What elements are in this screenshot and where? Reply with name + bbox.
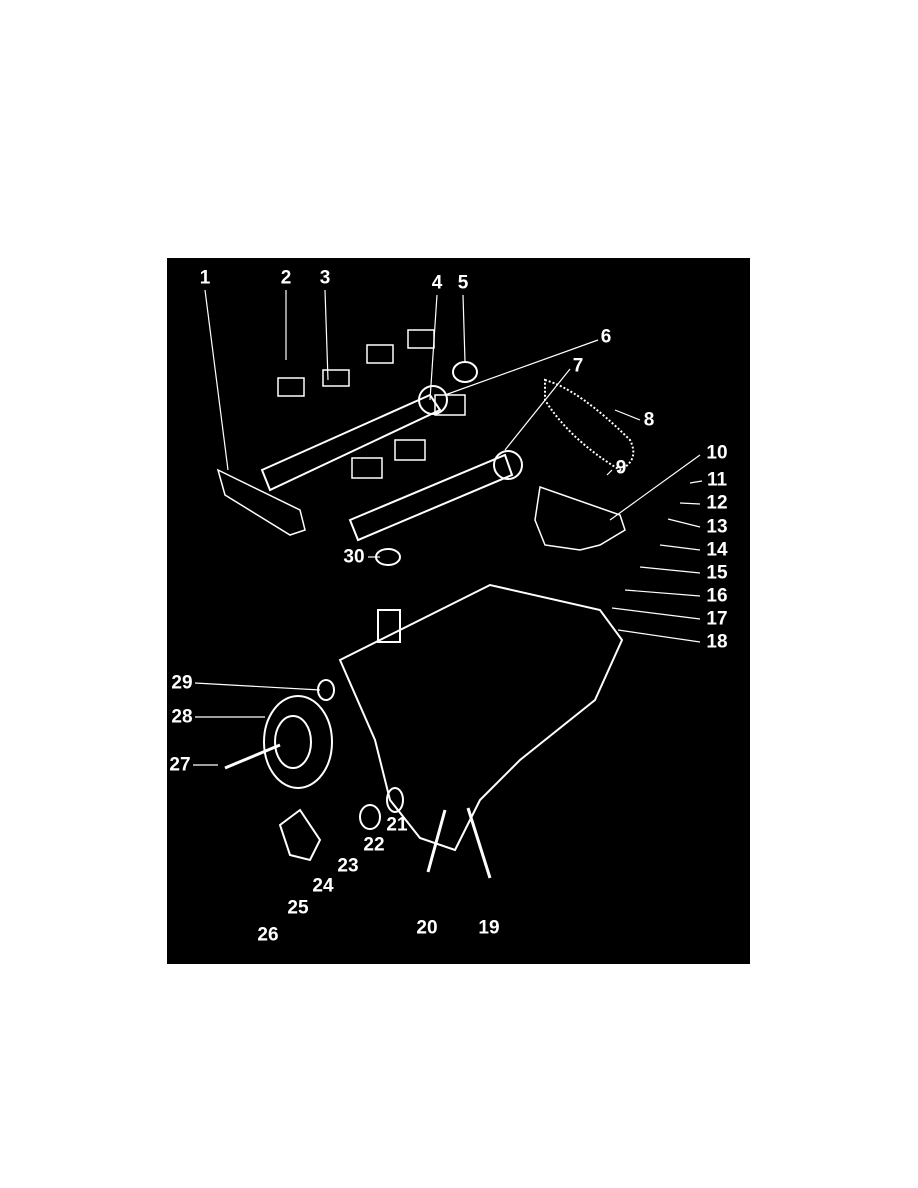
callout-26: 26 bbox=[257, 924, 279, 946]
chain-tensioner bbox=[534, 485, 626, 551]
callout-7: 7 bbox=[572, 355, 584, 377]
callout-19: 19 bbox=[478, 917, 500, 939]
seal-5 bbox=[452, 361, 478, 383]
bearing-bridge bbox=[216, 468, 306, 536]
seal-21 bbox=[386, 787, 404, 813]
bolt-20 bbox=[426, 809, 447, 873]
callout-22: 22 bbox=[363, 834, 385, 856]
sprocket-bolt bbox=[224, 743, 281, 770]
hall-sender bbox=[278, 808, 322, 862]
callout-10: 10 bbox=[706, 442, 728, 464]
callout-9: 9 bbox=[615, 457, 627, 479]
valve-spring bbox=[377, 609, 401, 643]
callout-4: 4 bbox=[431, 272, 443, 294]
exploded-diagram-panel bbox=[167, 258, 750, 964]
callout-8: 8 bbox=[643, 409, 655, 431]
leader-lines bbox=[193, 289, 703, 766]
callout-23: 23 bbox=[337, 855, 359, 877]
callout-13: 13 bbox=[706, 516, 728, 538]
cylinder-head bbox=[338, 583, 624, 852]
camshaft-upper bbox=[260, 385, 448, 492]
bolt-19 bbox=[466, 807, 492, 879]
callout-6: 6 bbox=[600, 326, 612, 348]
callout-29: 29 bbox=[171, 672, 193, 694]
callout-21: 21 bbox=[386, 814, 408, 836]
callout-16: 16 bbox=[706, 585, 728, 607]
camshaft-lower bbox=[348, 450, 523, 542]
valve-tappet bbox=[375, 548, 401, 566]
callout-30: 30 bbox=[343, 546, 365, 568]
callout-2: 2 bbox=[280, 267, 292, 289]
callout-20: 20 bbox=[416, 917, 438, 939]
callout-25: 25 bbox=[287, 897, 309, 919]
callout-17: 17 bbox=[706, 608, 728, 630]
seal-29 bbox=[317, 679, 335, 701]
callout-15: 15 bbox=[706, 562, 728, 584]
callout-24: 24 bbox=[312, 875, 334, 897]
callout-11: 11 bbox=[706, 469, 728, 491]
camshaft-sprocket bbox=[263, 695, 333, 789]
callout-5: 5 bbox=[457, 272, 469, 294]
seal-22 bbox=[359, 804, 381, 830]
callout-18: 18 bbox=[706, 631, 728, 653]
callout-14: 14 bbox=[706, 539, 728, 561]
drive-chain bbox=[544, 378, 635, 472]
callout-12: 12 bbox=[706, 492, 728, 514]
callout-27: 27 bbox=[169, 754, 191, 776]
callout-1: 1 bbox=[199, 267, 211, 289]
callout-28: 28 bbox=[171, 706, 193, 728]
bearing-caps bbox=[277, 329, 466, 479]
callout-3: 3 bbox=[319, 267, 331, 289]
